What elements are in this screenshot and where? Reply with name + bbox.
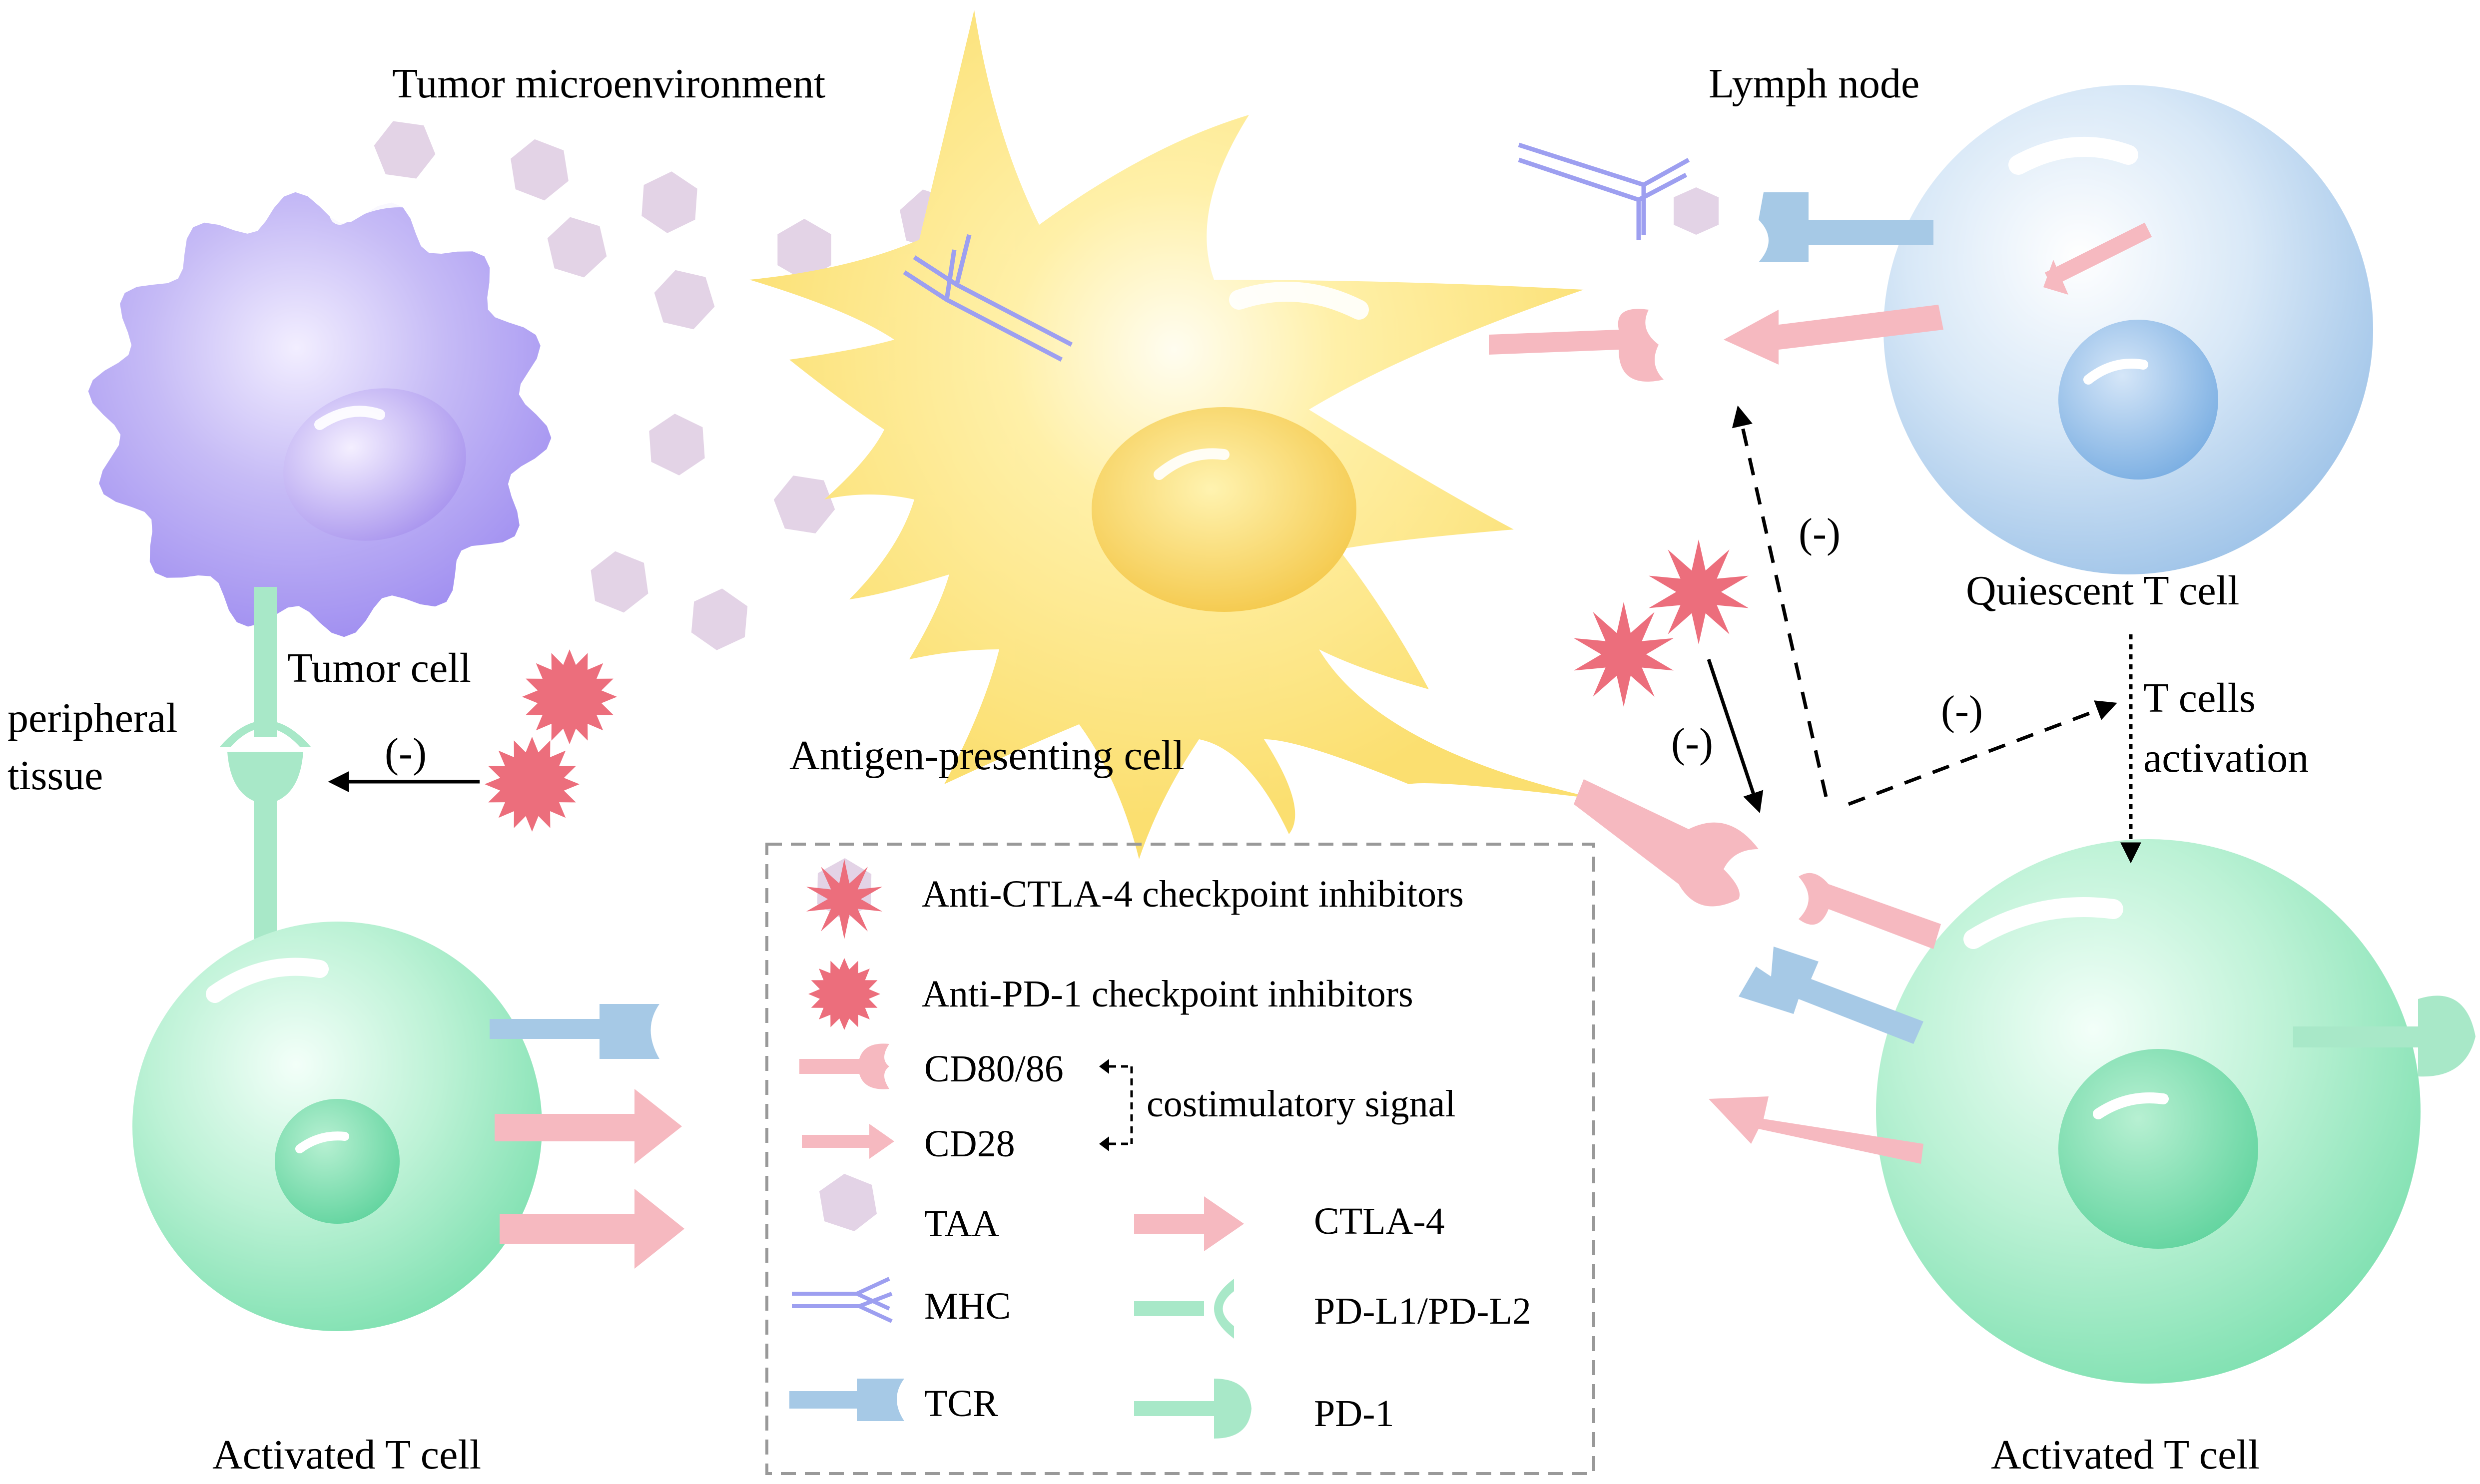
taa-hexagon: [591, 551, 648, 613]
legend-taa-icon: [819, 1174, 877, 1231]
label-tumor-cell: Tumor cell: [287, 645, 471, 691]
legend-anti-pd1-label: Anti-PD-1 checkpoint inhibitors: [922, 973, 1413, 1015]
label-inhibit-pd1: (-): [385, 730, 427, 776]
legend-pdl1-pdl2-label: PD-L1/PD-L2: [1314, 1290, 1531, 1332]
label-inhibit-dashed-right: (-): [1941, 687, 1983, 734]
tumor-cell: [88, 187, 552, 637]
labels: Tumor microenvironment Lymph node Tumor …: [7, 60, 2309, 1478]
label-t-cells: T cells: [2143, 675, 2256, 721]
taa-hexagon: [374, 121, 436, 179]
legend-anti-pd1-star: [808, 958, 880, 1030]
legend-costimulatory-label: costimulatory signal: [1147, 1083, 1455, 1125]
ctla4-inhibit-arrow: [1707, 658, 1764, 813]
dashed-inhibit-up: [1732, 405, 1828, 797]
legend-cd28-label: CD28: [924, 1123, 1015, 1165]
label-quiescent-t-cell: Quiescent T cell: [1966, 567, 2239, 614]
label-lymph-node: Lymph node: [1709, 60, 1919, 107]
activated-right-nucleus: [2058, 1049, 2258, 1249]
activated-t-cell-left: [132, 922, 684, 1331]
anti-ctla4-star-1: [1649, 539, 1749, 644]
anti-pd1-star-1: [522, 649, 617, 744]
label-inhibit-dashed-up: (-): [1799, 510, 1841, 556]
lymph-node-synapse: [1489, 142, 1943, 382]
taa-hexagon: [691, 588, 748, 650]
quiescent-cell-nucleus: [2058, 320, 2218, 480]
arrows: [328, 405, 2141, 864]
apc-nucleus: [1092, 407, 1356, 612]
taa-hexagon: [649, 414, 705, 476]
taa-hexagon: [654, 270, 715, 330]
label-antigen-presenting-cell: Antigen-presenting cell: [789, 732, 1185, 779]
legend-cd80-86-icon: [799, 1043, 889, 1089]
anti-pd1-star-2: [485, 737, 580, 832]
label-peripheral: peripheral: [7, 695, 177, 741]
legend: [765, 843, 1595, 1475]
label-inhibit-ctla4: (-): [1671, 720, 1713, 766]
legend-pd1-label: PD-1: [1314, 1393, 1394, 1435]
legend-ctla4-icon: [1134, 1196, 1244, 1251]
legend-tcr-label: TCR: [924, 1383, 998, 1425]
taa-hexagon: [773, 476, 835, 533]
taa-hexagon: [777, 219, 831, 281]
taa-hexagon: [547, 217, 607, 278]
label-tumor-microenvironment: Tumor microenvironment: [392, 60, 825, 107]
legend-anti-ctla4-star: [806, 859, 883, 939]
legend-box: [765, 843, 1595, 1475]
legend-tcr-icon: [789, 1379, 904, 1421]
legend-taa-label: TAA: [924, 1203, 999, 1245]
pdl1-pd1-binding: [220, 587, 311, 939]
inhibitors: [485, 539, 1749, 1030]
legend-pdl1-icon: [1134, 1279, 1234, 1339]
legend-ctla4-label: CTLA-4: [1314, 1200, 1445, 1242]
legend-cd28-icon: [802, 1124, 894, 1159]
taa-hexagon: [641, 171, 697, 233]
legend-anti-ctla4-label: Anti-CTLA-4 checkpoint inhibitors: [922, 873, 1464, 915]
cd80-86-apc-lower: [1574, 779, 1759, 907]
label-activation: activation: [2143, 735, 2309, 781]
taa-hexagon: [511, 139, 569, 201]
label-tissue: tissue: [7, 752, 103, 799]
legend-labels: Anti-CTLA-4 checkpoint inhibitors Anti-P…: [922, 873, 1531, 1435]
mhc-on-apc: [903, 234, 1073, 362]
label-activated-t-cell-right: Activated T cell: [1991, 1432, 2260, 1478]
antigen-presenting-cell: [749, 10, 1599, 859]
tumor-cell-nucleus: [283, 388, 466, 541]
legend-mhc-icon: [792, 1277, 893, 1323]
dashed-inhibit-right: [1848, 700, 2117, 806]
activated-left-nucleus: [275, 1099, 400, 1224]
anti-ctla4-star-2: [1574, 602, 1674, 707]
legend-pd1-icon: [1134, 1379, 1251, 1439]
legend-cd80-86-label: CD80/86: [924, 1048, 1064, 1090]
quiescent-t-cell: [1883, 85, 2373, 574]
label-activated-t-cell-left: Activated T cell: [212, 1432, 481, 1478]
legend-mhc-label: MHC: [924, 1285, 1011, 1327]
activated-t-cell-right: [1709, 839, 2476, 1384]
